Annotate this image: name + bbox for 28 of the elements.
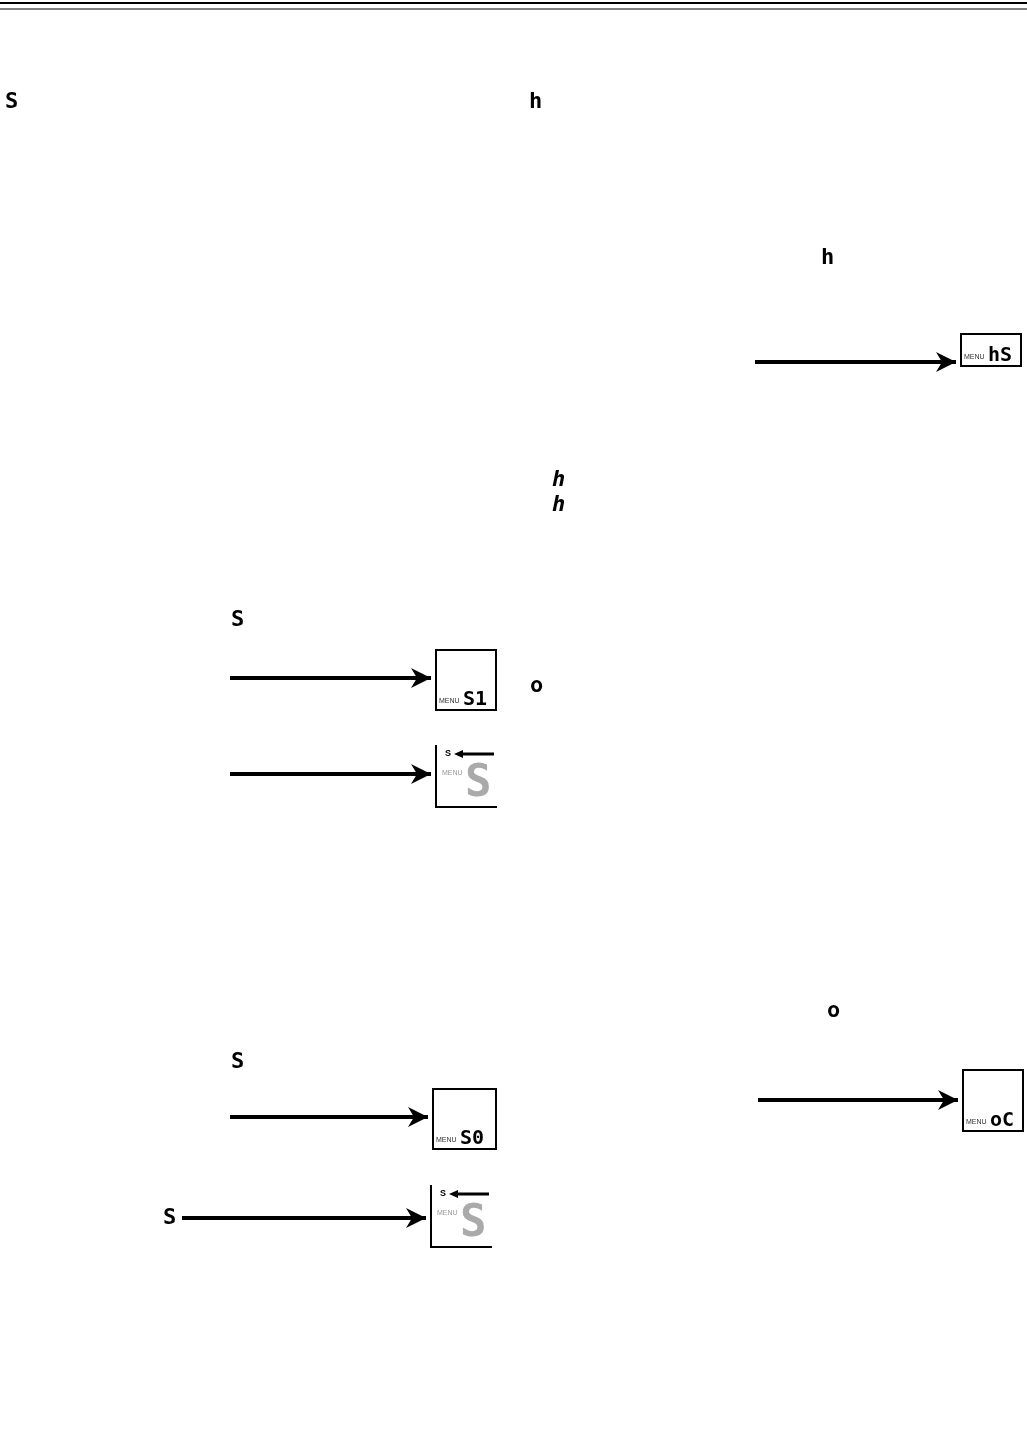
arrow xyxy=(755,352,956,372)
segment-glyph: o xyxy=(530,674,544,696)
segment-glyph: h xyxy=(821,246,835,268)
arrow xyxy=(230,764,431,784)
lcd-display xyxy=(962,1069,1024,1132)
arrow xyxy=(758,1090,958,1110)
display-letter: S xyxy=(440,1189,446,1198)
lcd-display xyxy=(435,649,497,711)
segment-glyph: S xyxy=(5,90,19,112)
segment-glyph: h xyxy=(552,493,566,515)
display-code: hS xyxy=(988,344,1013,364)
arrow xyxy=(230,668,431,688)
display-code: S1 xyxy=(463,688,488,708)
display-code: S0 xyxy=(460,1127,485,1147)
segment-glyph: S xyxy=(163,1206,177,1228)
display-letter: S xyxy=(445,749,451,758)
display-code: oC xyxy=(990,1109,1015,1129)
display-digit: S xyxy=(460,1199,487,1243)
arrow xyxy=(182,1208,426,1228)
arrow xyxy=(230,1107,428,1127)
segment-glyph: h xyxy=(552,468,566,490)
lcd-display xyxy=(432,1088,497,1150)
display-digit: S xyxy=(465,759,492,803)
segment-glyph: S xyxy=(231,608,245,630)
lcd-display xyxy=(960,333,1022,367)
segment-glyph: h xyxy=(529,90,543,112)
segment-glyph: o xyxy=(827,999,841,1021)
segment-glyph: S xyxy=(231,1050,245,1072)
